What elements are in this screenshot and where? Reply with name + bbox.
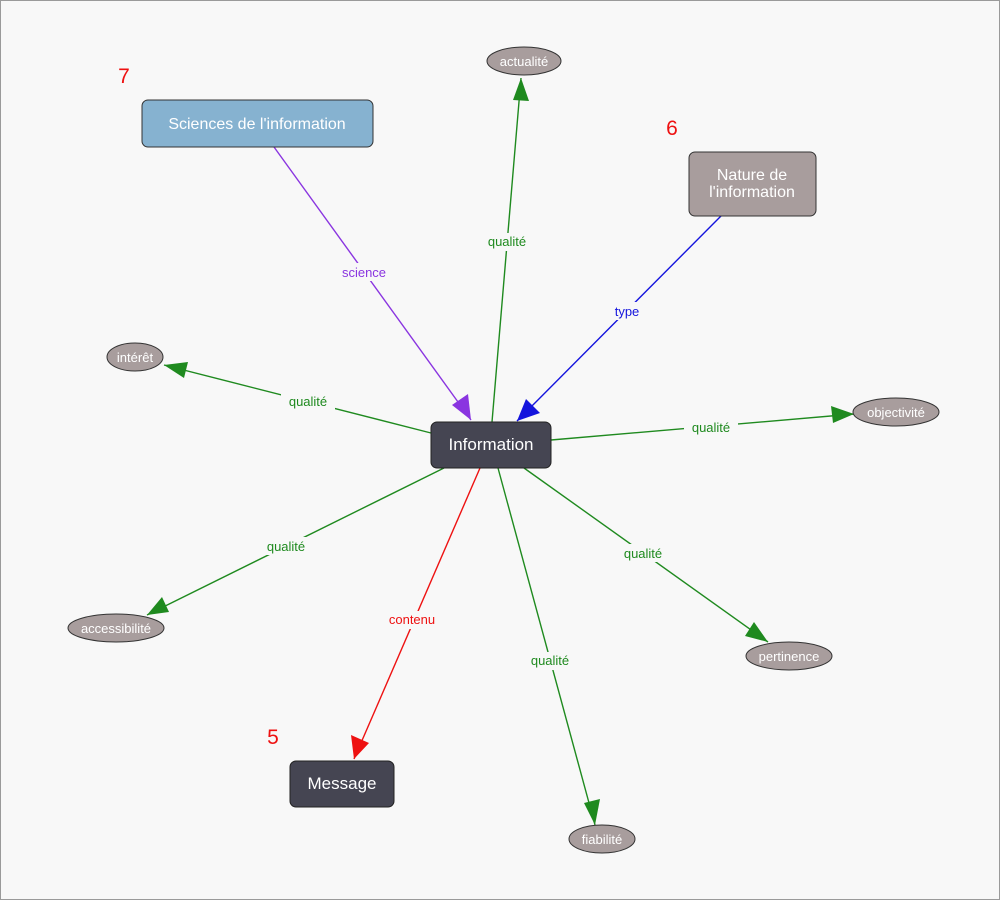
node-pertinence[interactable]: pertinence xyxy=(745,641,833,671)
edge-label-type: type xyxy=(615,304,640,319)
node-sciences-label: Sciences de l'information xyxy=(168,116,345,133)
badge-sciences: 7 xyxy=(118,65,130,88)
node-interet[interactable]: intérêt xyxy=(106,342,164,372)
node-information[interactable]: Information xyxy=(430,421,552,469)
edge-label-qualite-objectivite: qualité xyxy=(692,420,730,435)
node-information-label: Information xyxy=(448,435,533,454)
node-sciences-information[interactable]: Sciences de l'information xyxy=(141,99,374,148)
node-actualite-label: actualité xyxy=(500,54,548,69)
edge-label-science: science xyxy=(342,265,386,280)
node-objectivite-label: objectivité xyxy=(867,405,925,420)
node-accessibilite-label: accessibilité xyxy=(81,621,151,636)
edge-label-qualite-fiabilite: qualité xyxy=(531,653,569,668)
node-nature-information[interactable]: Nature de l'information xyxy=(688,151,817,217)
badge-nature: 6 xyxy=(666,117,678,140)
edge-label-qualite-interet: qualité xyxy=(289,394,327,409)
edge-qualite-fiabilite xyxy=(497,467,600,826)
node-fiabilite[interactable]: fiabilité xyxy=(568,824,636,854)
node-interet-label: intérêt xyxy=(117,350,154,365)
node-nature-label-line1: Nature de xyxy=(717,167,787,184)
edge-science xyxy=(273,146,472,421)
edge-label-qualite-accessibilite: qualité xyxy=(267,539,305,554)
edge-label-qualite-pertinence: qualité xyxy=(624,546,662,561)
node-actualite[interactable]: actualité xyxy=(486,46,562,76)
edge-label-qualite-actualite: qualité xyxy=(488,234,526,249)
badge-message: 5 xyxy=(267,726,279,749)
node-message[interactable]: Message xyxy=(289,760,395,808)
node-pertinence-label: pertinence xyxy=(759,649,820,664)
node-nature-label-line2: l'information xyxy=(709,184,795,201)
node-objectivite[interactable]: objectivité xyxy=(852,397,940,427)
node-accessibilite[interactable]: accessibilité xyxy=(67,613,165,643)
edge-label-contenu: contenu xyxy=(389,612,435,627)
node-fiabilite-label: fiabilité xyxy=(582,832,622,847)
node-message-label: Message xyxy=(308,774,377,793)
